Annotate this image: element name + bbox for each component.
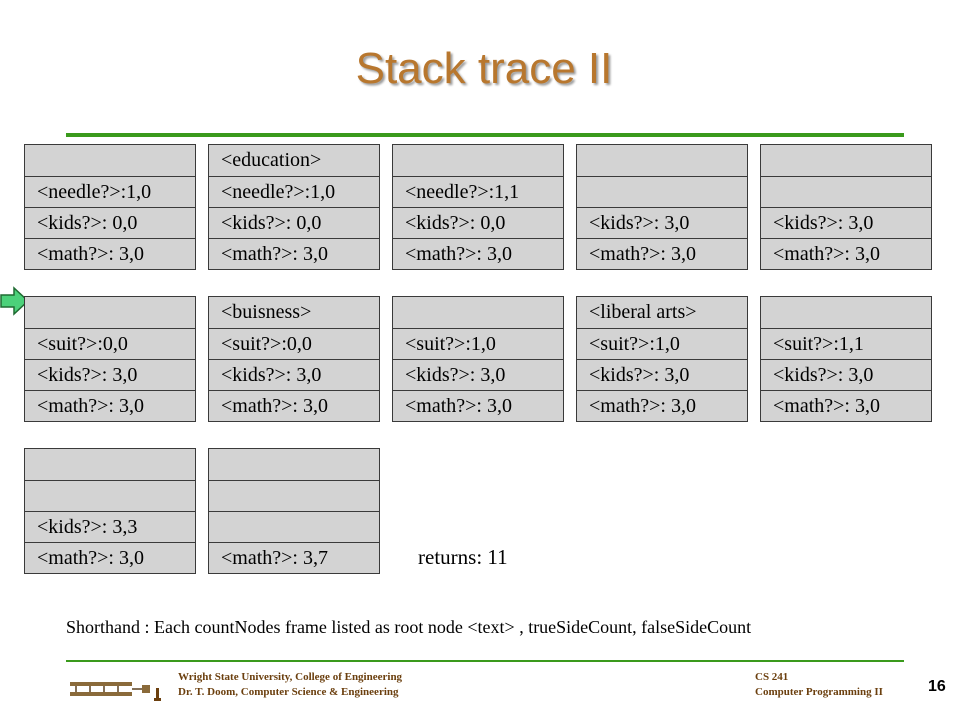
stack-frame: <kids?>: 3,0 xyxy=(761,207,931,238)
stack-frame: <suit?>:1,1 xyxy=(761,328,931,359)
call-stack-9: <liberal arts> <suit?>:1,0<kids?>: 3,0<ma… xyxy=(576,296,748,422)
stack-frame: <math?>: 3,0 xyxy=(577,390,747,421)
call-stack-11: <kids?>: 3,3<math?>: 3,0 xyxy=(24,448,196,574)
stack-frame: <suit?>:1,0 xyxy=(577,328,747,359)
stack-frame xyxy=(761,297,931,328)
stack-frame: <needle?>:1,1 xyxy=(393,176,563,207)
stack-frame xyxy=(393,145,563,176)
stack-frame xyxy=(25,145,195,176)
returns-label: returns: 11 xyxy=(418,545,508,569)
call-stack-7: <buisness> <suit?>:0,0<kids?>: 3,0<math?>… xyxy=(208,296,380,422)
stack-frame: <math?>: 3,0 xyxy=(25,542,195,573)
stack-frame: <math?>: 3,0 xyxy=(761,390,931,421)
stack-frame: <math?>: 3,0 xyxy=(393,390,563,421)
stack-frame xyxy=(209,449,379,480)
stack-frame xyxy=(761,176,931,207)
stack-frame xyxy=(577,145,747,176)
stack-frame: <buisness> xyxy=(221,301,312,323)
page-number: 16 xyxy=(928,678,946,695)
stack-frame xyxy=(25,480,195,511)
stack-frame xyxy=(209,480,379,511)
call-stack-10: <suit?>:1,1<kids?>: 3,0<math?>: 3,0 xyxy=(760,296,932,422)
stack-frame: <kids?>: 3,0 xyxy=(577,207,747,238)
call-stack-5: <kids?>: 3,0<math?>: 3,0 xyxy=(760,144,932,270)
stack-frame: <kids?>: 0,0 xyxy=(25,207,195,238)
call-stack-3: <needle?>:1,1<kids?>: 0,0<math?>: 3,0 xyxy=(392,144,564,270)
stack-frame: <suit?>:0,0 xyxy=(209,328,379,359)
stack-frame xyxy=(761,145,931,176)
stack-frame xyxy=(25,297,195,328)
footer-institution: Wright State University, College of Engi… xyxy=(178,670,402,700)
stack-frame: <suit?>:0,0 xyxy=(25,328,195,359)
footer-instructor: Dr. T. Doom, Computer Science & Engineer… xyxy=(178,686,399,698)
call-stack-6: <suit?>:0,0<kids?>: 3,0<math?>: 3,0 xyxy=(24,296,196,422)
stack-frame: <kids?>: 0,0 xyxy=(209,207,379,238)
stack-frame xyxy=(25,449,195,480)
stack-frame xyxy=(577,176,747,207)
call-stack-2: <education> <needle?>:1,0<kids?>: 0,0<mat… xyxy=(208,144,380,270)
stack-frame: <liberal arts> xyxy=(589,301,697,323)
call-stack-12: <math?>: 3,7 xyxy=(208,448,380,574)
stack-frame: <education> xyxy=(221,149,322,171)
stack-frame: <math?>: 3,0 xyxy=(209,238,379,269)
footer-divider xyxy=(66,660,904,662)
stack-frame: <kids?>: 3,0 xyxy=(393,359,563,390)
stack-frame: <math?>: 3,0 xyxy=(25,238,195,269)
stack-frame: <kids?>: 0,0 xyxy=(393,207,563,238)
stack-frame: <math?>: 3,0 xyxy=(577,238,747,269)
stack-frame: <kids?>: 3,0 xyxy=(761,359,931,390)
stack-frame: <kids?>: 3,0 xyxy=(25,359,195,390)
stack-frame: <kids?>: 3,0 xyxy=(577,359,747,390)
footer-course-number: CS 241 xyxy=(755,671,789,683)
stack-frame: <math?>: 3,7 xyxy=(209,542,379,573)
title-divider xyxy=(66,133,904,137)
footer-university: Wright State University, College of Engi… xyxy=(178,671,403,683)
stack-frame: <kids?>: 3,0 xyxy=(209,359,379,390)
wright-flyer-logo-icon xyxy=(70,682,161,701)
call-stack-4: <kids?>: 3,0<math?>: 3,0 xyxy=(576,144,748,270)
call-stack-8: <suit?>:1,0<kids?>: 3,0<math?>: 3,0 xyxy=(392,296,564,422)
arrow-icon xyxy=(0,286,30,316)
footer-course: CS 241 Computer Programming II xyxy=(755,670,883,700)
stack-frame: <suit?>:1,0 xyxy=(393,328,563,359)
footer-course-title: Computer Programming II xyxy=(755,686,883,698)
stack-frame xyxy=(209,511,379,542)
stack-frame: <math?>: 3,0 xyxy=(393,238,563,269)
stack-frame: <kids?>: 3,3 xyxy=(25,511,195,542)
stack-frame: <needle?>:1,0 xyxy=(25,176,195,207)
shorthand-note: Shorthand : Each countNodes frame listed… xyxy=(66,617,752,637)
stack-frame: <needle?>:1,0 xyxy=(209,176,379,207)
page-title: Stack trace II xyxy=(355,44,613,93)
stack-frame: <math?>: 3,0 xyxy=(761,238,931,269)
stack-frame xyxy=(393,297,563,328)
stack-frame: <math?>: 3,0 xyxy=(25,390,195,421)
stack-frame: <math?>: 3,0 xyxy=(209,390,379,421)
call-stack-1: <needle?>:1,0<kids?>: 0,0<math?>: 3,0 xyxy=(24,144,196,270)
